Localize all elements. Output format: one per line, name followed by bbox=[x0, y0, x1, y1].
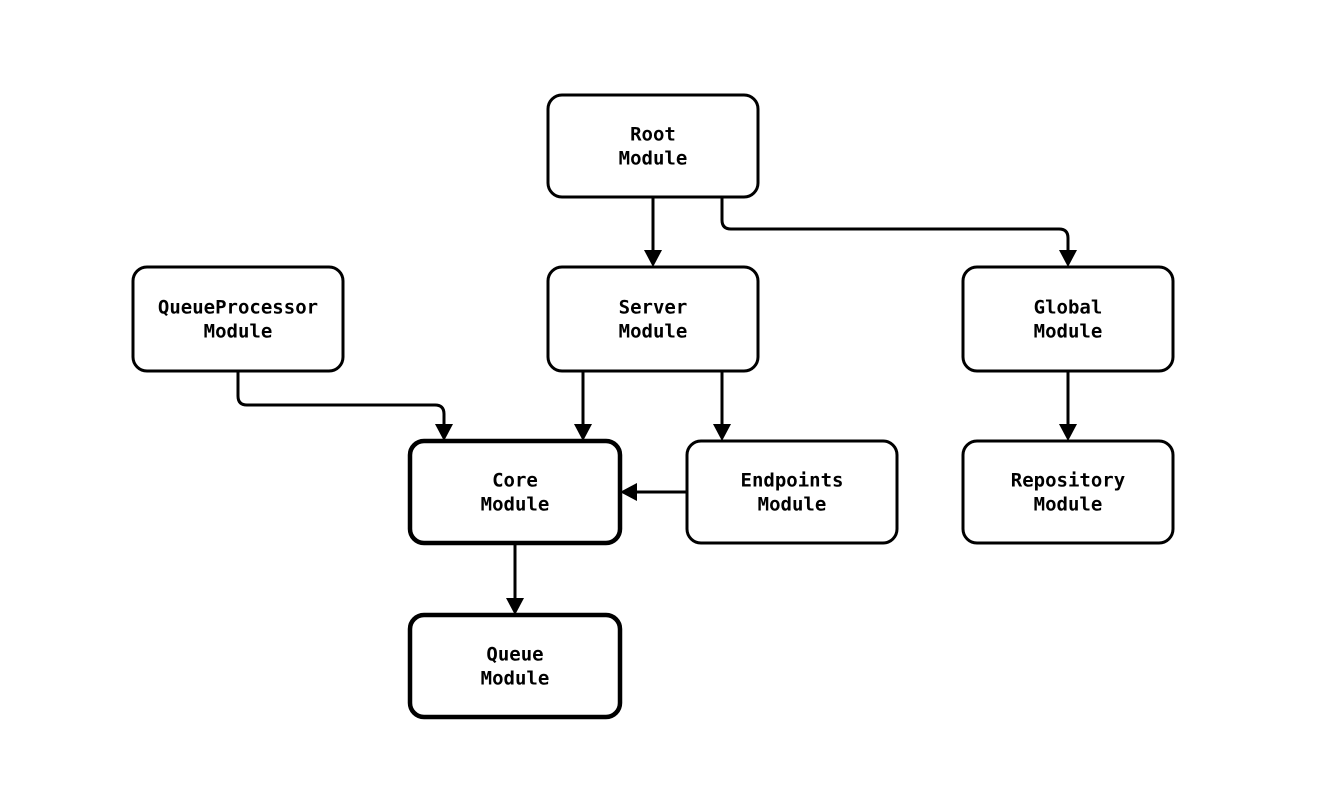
node-label-line2: Module bbox=[204, 321, 273, 343]
edge-server-to-endpoints bbox=[713, 371, 731, 441]
node-box[interactable] bbox=[131, 265, 345, 373]
node-box[interactable] bbox=[546, 93, 760, 199]
node-label-line1: Core bbox=[492, 470, 538, 492]
node-box[interactable] bbox=[546, 265, 760, 373]
node-label-line2: Module bbox=[481, 668, 550, 690]
edge-global-to-repository bbox=[1059, 371, 1077, 441]
edge-core-to-queue bbox=[506, 543, 524, 615]
node-label-line1: Queue bbox=[486, 644, 543, 666]
edge-queueprocessor-to-core bbox=[236, 371, 453, 441]
node-label-line2: Module bbox=[619, 321, 688, 343]
nodes-layer: RootModuleQueueProcessorModuleServerModu… bbox=[131, 93, 1175, 720]
arrowhead-icon bbox=[435, 424, 453, 441]
node-box[interactable] bbox=[961, 439, 1175, 545]
node-box[interactable] bbox=[685, 439, 899, 545]
node-label-line1: QueueProcessor bbox=[158, 297, 318, 319]
arrowhead-icon bbox=[620, 483, 637, 501]
node-label-line1: Root bbox=[630, 124, 676, 146]
node-box[interactable] bbox=[961, 265, 1175, 373]
node-label-line2: Module bbox=[758, 494, 827, 516]
node-label-line2: Module bbox=[619, 148, 688, 170]
edge-root-to-server bbox=[644, 197, 662, 267]
arrowhead-icon bbox=[574, 424, 592, 441]
edge-endpoints-to-core bbox=[620, 483, 687, 501]
node-box[interactable] bbox=[407, 612, 623, 720]
arrowhead-icon bbox=[506, 598, 524, 615]
edge-root-to-global bbox=[720, 197, 1077, 267]
node-label-line1: Server bbox=[619, 297, 688, 319]
node-label-line2: Module bbox=[1034, 321, 1103, 343]
node-label-line1: Endpoints bbox=[741, 470, 844, 492]
edge-line bbox=[720, 197, 1070, 256]
edge-server-to-core bbox=[574, 371, 592, 441]
node-label-line1: Global bbox=[1034, 297, 1103, 319]
node-box[interactable] bbox=[407, 438, 623, 546]
edges-layer bbox=[236, 197, 1077, 615]
node-label-line2: Module bbox=[481, 494, 550, 516]
arrowhead-icon bbox=[1059, 424, 1077, 441]
arrowhead-icon bbox=[644, 250, 662, 267]
edge-line bbox=[236, 371, 446, 430]
node-label-line1: Repository bbox=[1011, 470, 1125, 492]
arrowhead-icon bbox=[713, 424, 731, 441]
node-label-line2: Module bbox=[1034, 494, 1103, 516]
arrowhead-icon bbox=[1059, 250, 1077, 267]
